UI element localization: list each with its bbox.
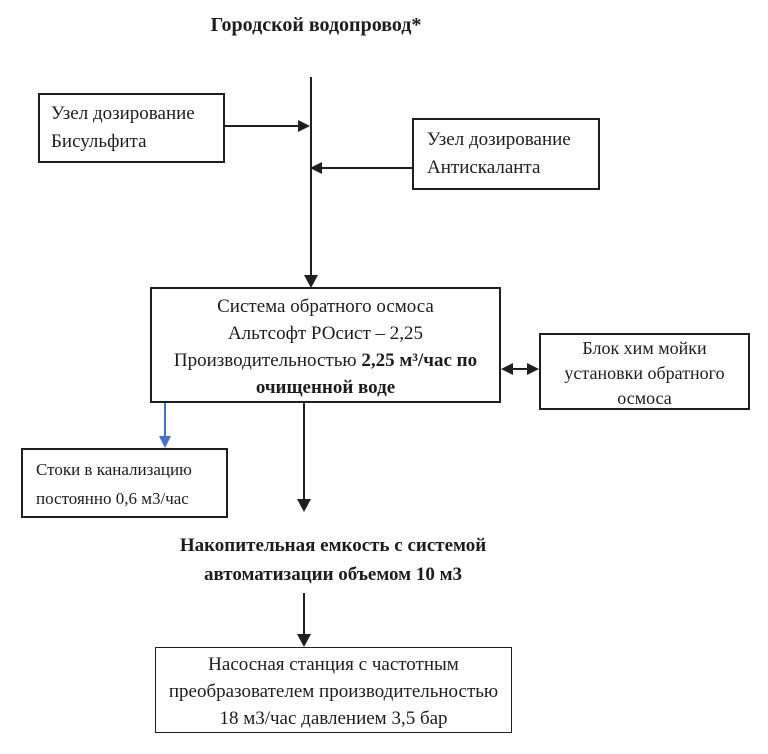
arrow-line-ro-to-storage	[303, 403, 305, 500]
arrowhead-left-antiscalant	[310, 162, 322, 174]
arrow-line-ro-chemwash	[510, 368, 530, 370]
box-ro-line1: Система обратного осмоса	[217, 296, 434, 317]
box-ro-line2: Альтсофт РОсист – 2,25	[227, 323, 424, 344]
arrow-line-ro-to-drain	[164, 403, 166, 437]
box-pump-station: Насосная станция с частотным преобразова…	[155, 647, 512, 733]
box-antiscalant-line1: Узел дозирование	[427, 129, 571, 150]
box-bisulfite-line1: Узел дозирование	[51, 103, 195, 124]
box-ro-line3-bold: 2,25 м³/час по	[361, 350, 478, 371]
box-chem-wash: Блок хим мойки установки обратного осмос…	[539, 333, 750, 410]
arrowhead-down-pump	[297, 634, 311, 647]
arrow-line-water-to-ro	[310, 77, 312, 276]
box-chem-line3: осмоса	[617, 388, 672, 408]
box-pump-line2: преобразователем производительностью	[168, 681, 499, 702]
label-storage-line2: автоматизации объемом 10 м3	[203, 564, 463, 585]
box-ro-system: Система обратного осмоса Альтсофт РОсист…	[150, 287, 501, 403]
box-bisulfite-line2: Бисульфита	[51, 131, 147, 152]
arrowhead-down-drain	[159, 436, 171, 448]
box-drain-line1: Стоки в канализацию	[36, 460, 192, 479]
box-chem-line2: установки обратного	[564, 363, 725, 383]
box-bisulfite-dosing: Узел дозирование Бисульфита	[38, 93, 225, 163]
label-storage-line1: Накопительная емкость с системой	[179, 535, 487, 556]
box-ro-line4: очищенной воде	[255, 377, 396, 398]
box-pump-line3: 18 м3/час давлением 3,5 бар	[219, 708, 448, 729]
box-ro-line3: Производительностью 2,25 м³/час по	[152, 347, 499, 374]
diagram-title: Городской водопровод*	[210, 14, 422, 36]
arrowhead-right-bisulfite	[298, 120, 310, 132]
arrowhead-right-ro-chemwash	[527, 363, 539, 375]
arrowhead-left-ro-chemwash	[501, 363, 513, 375]
arrow-line-bisulfite	[225, 125, 300, 127]
box-antiscalant-dosing: Узел дозирование Антискаланта	[412, 118, 600, 190]
arrow-line-storage-to-pump	[303, 593, 305, 635]
label-storage-tank: Накопительная емкость с системой автомат…	[133, 531, 533, 589]
box-pump-line1: Насосная станция с частотным	[208, 654, 459, 675]
box-chem-line1: Блок хим мойки	[582, 338, 707, 358]
arrow-line-antiscalant	[322, 167, 412, 169]
arrowhead-down-storage	[297, 499, 311, 512]
box-drain-line2: постоянно 0,6 м3/час	[36, 489, 189, 508]
arrowhead-down-into-ro	[304, 275, 318, 288]
box-antiscalant-line2: Антискаланта	[427, 157, 541, 178]
box-drain: Стоки в канализацию постоянно 0,6 м3/час	[21, 448, 228, 518]
box-ro-line3-regular: Производительностью	[173, 350, 362, 371]
